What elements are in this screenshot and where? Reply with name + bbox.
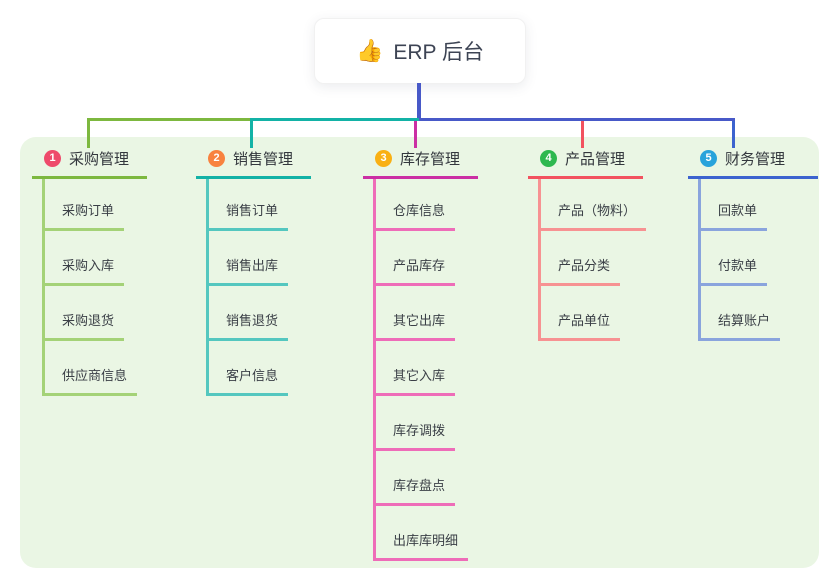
- connector-horizontal-right: [419, 118, 735, 121]
- branch-title: 销售管理: [233, 151, 294, 168]
- branch: 1 采购管理 采购订单采购入库采购退货供应商信息: [32, 148, 147, 396]
- branch-number-badge: 4: [540, 150, 557, 167]
- branch: 4 产品管理 产品（物料）产品分类产品单位: [528, 148, 647, 341]
- branch-number-badge: 2: [208, 150, 225, 167]
- child-node[interactable]: 产品库存: [376, 231, 456, 286]
- branch-node[interactable]: 1 采购管理: [32, 148, 147, 179]
- child-node[interactable]: 采购订单: [45, 179, 125, 231]
- branch-number-badge: 3: [375, 150, 392, 167]
- child-node[interactable]: 产品（物料）: [541, 179, 647, 231]
- connector-drop-branch-3: [414, 121, 417, 148]
- root-node-label: ERP 后台: [393, 41, 485, 64]
- branch: 5 财务管理 回款单付款单结算账户: [688, 148, 818, 341]
- child-node[interactable]: 产品单位: [541, 286, 621, 341]
- branch-node[interactable]: 2 销售管理: [196, 148, 311, 179]
- thumbs-up-icon: 👍: [355, 38, 384, 63]
- child-node[interactable]: 其它出库: [376, 286, 456, 341]
- child-node[interactable]: 其它入库: [376, 341, 456, 396]
- child-node[interactable]: 库存盘点: [376, 451, 456, 506]
- branch-title: 财务管理: [725, 151, 786, 168]
- branch: 3 库存管理 仓库信息产品库存其它出库其它入库库存调拨库存盘点出库库明细: [363, 148, 478, 561]
- connector-horizontal-branch-1: [87, 118, 252, 121]
- child-node[interactable]: 回款单: [701, 179, 768, 231]
- branch-number-badge: 5: [700, 150, 717, 167]
- connector-horizontal-branch-2: [250, 118, 419, 121]
- branch: 2 销售管理 销售订单销售出库销售退货客户信息: [196, 148, 311, 396]
- child-node[interactable]: 客户信息: [209, 341, 289, 396]
- child-node[interactable]: 库存调拨: [376, 396, 456, 451]
- root-node[interactable]: 👍 ERP 后台: [314, 18, 526, 84]
- child-node[interactable]: 供应商信息: [45, 341, 138, 396]
- child-node[interactable]: 采购入库: [45, 231, 125, 286]
- connector-drop-branch-5: [732, 121, 735, 148]
- branch-title: 采购管理: [69, 151, 130, 168]
- branch-node[interactable]: 4 产品管理: [528, 148, 643, 179]
- connector-drop-branch-1: [87, 118, 90, 148]
- child-node[interactable]: 销售订单: [209, 179, 289, 231]
- branch-title: 产品管理: [565, 151, 626, 168]
- branch-number-badge: 1: [44, 150, 61, 167]
- branch-children: 采购订单采购入库采购退货供应商信息: [42, 179, 138, 396]
- branch-children: 销售订单销售出库销售退货客户信息: [206, 179, 289, 396]
- root-connector-drop: [417, 83, 421, 119]
- child-node[interactable]: 结算账户: [701, 286, 781, 341]
- child-node[interactable]: 产品分类: [541, 231, 621, 286]
- child-node[interactable]: 付款单: [701, 231, 768, 286]
- branch-node[interactable]: 5 财务管理: [688, 148, 818, 179]
- child-node[interactable]: 出库库明细: [376, 506, 469, 561]
- branch-children: 产品（物料）产品分类产品单位: [538, 179, 647, 341]
- mindmap-panel: 1 采购管理 采购订单采购入库采购退货供应商信息 2 销售管理 销售订单销售出库…: [20, 137, 819, 568]
- branch-children: 仓库信息产品库存其它出库其它入库库存调拨库存盘点出库库明细: [373, 179, 469, 561]
- child-node[interactable]: 销售出库: [209, 231, 289, 286]
- branch-node[interactable]: 3 库存管理: [363, 148, 478, 179]
- child-node[interactable]: 销售退货: [209, 286, 289, 341]
- connector-drop-branch-2: [250, 121, 253, 148]
- branch-children: 回款单付款单结算账户: [698, 179, 781, 341]
- child-node[interactable]: 采购退货: [45, 286, 125, 341]
- branch-title: 库存管理: [400, 151, 461, 168]
- connector-drop-branch-4: [581, 121, 584, 148]
- child-node[interactable]: 仓库信息: [376, 179, 456, 231]
